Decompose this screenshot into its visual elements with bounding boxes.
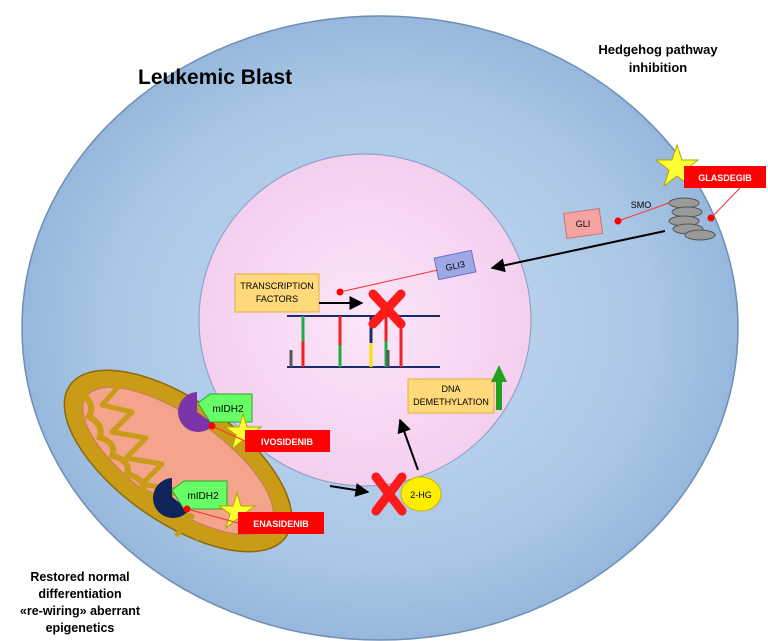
ivosidenib-label: IVOSIDENIB <box>261 437 314 447</box>
2hg-to-nucleus-arrow <box>397 418 419 471</box>
smo-to-gli3-arrow <box>490 230 666 273</box>
glasdegib-inhibition-line <box>710 187 741 219</box>
dna-demethylation-line2: DEMETHYLATION <box>413 397 489 407</box>
glasdegib-box <box>684 166 766 188</box>
hedgehog-title-line1: Hedgehog pathway <box>598 42 718 57</box>
tf-label-line1: TRANSCRIPTION <box>240 281 314 291</box>
hedgehog-title-line2: inhibition <box>629 60 688 75</box>
cell-title: Leukemic Blast <box>138 66 292 89</box>
gli-label: GLI <box>576 219 591 229</box>
enasidenib-box <box>238 512 324 534</box>
outcome-line3: «re-wiring» aberrant <box>20 604 141 618</box>
gli3-label: GLI3 <box>445 259 466 273</box>
smo-gli-inhibition-dot <box>614 217 622 225</box>
gli3-box <box>433 249 477 281</box>
mIDH2-top-label: mIDH2 <box>212 404 244 415</box>
2hg-molecule <box>400 476 442 512</box>
glasdegib-star-icon <box>654 143 700 188</box>
outcome-line1: Restored normal <box>30 570 129 584</box>
tf-label-line2: FACTORS <box>256 294 298 304</box>
gli-box <box>562 208 604 239</box>
transcription-factors-box <box>234 273 320 313</box>
enasidenib-label: ENASIDENIB <box>253 519 309 529</box>
dna-block-x-icon <box>368 289 406 329</box>
enasidenib-inhibition-dot <box>183 505 191 513</box>
mIDH2-bottom-label: mIDH2 <box>187 491 219 502</box>
enasidenib-star-icon <box>217 491 257 530</box>
ivosidenib-box <box>245 430 330 452</box>
smo-receptor <box>668 197 716 241</box>
enasidenib-inhibition-line <box>186 508 239 524</box>
smo-label: SMO <box>631 200 652 210</box>
mIDH2-top-enzyme-icon <box>178 392 214 432</box>
outcome-line4: epigenetics <box>46 621 115 635</box>
ivosidenib-inhibition-dot <box>208 422 216 430</box>
dna-demethylation-box <box>407 378 495 414</box>
dna-ladder <box>287 315 440 368</box>
gli3-tf-inhibition-dot <box>336 288 344 296</box>
2hg-label: 2-HG <box>410 490 432 500</box>
outcome-line2: differentiation <box>38 587 121 601</box>
glasdegib-inhibition-dot <box>707 214 715 222</box>
ivosidenib-inhibition-line <box>211 425 246 442</box>
gli3-tf-inhibition-line <box>339 269 439 293</box>
dna-demethylation-line1: DNA <box>441 384 460 394</box>
mIDH2-top-box <box>197 393 253 423</box>
mIDH2-bottom-enzyme-icon <box>153 478 189 518</box>
mito-to-2hg-arrow <box>329 483 370 497</box>
increase-arrow-icon <box>491 365 507 410</box>
mIDH2-bottom-box <box>171 480 228 510</box>
2hg-block-x-icon <box>371 472 407 516</box>
glasdegib-label: GLASDEGIB <box>698 173 752 183</box>
smo-gli-inhibition-line <box>617 202 670 222</box>
